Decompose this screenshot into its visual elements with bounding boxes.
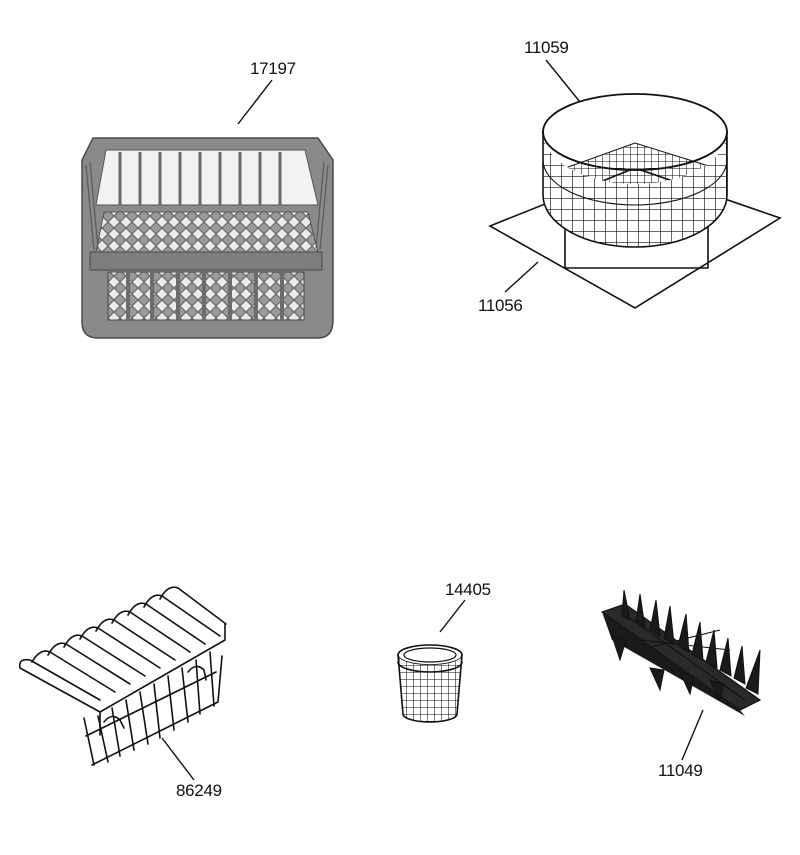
cutlery-cup-drawing bbox=[397, 644, 463, 723]
plate-rack-insert-drawing bbox=[600, 589, 762, 716]
leader-line bbox=[504, 261, 539, 293]
part-number-label: 86249 bbox=[176, 781, 222, 800]
basket-round-wire-drawing bbox=[542, 93, 728, 248]
part-number-label: 11059 bbox=[524, 38, 569, 57]
leader-line bbox=[161, 737, 195, 781]
leader-line bbox=[681, 709, 704, 761]
part-number-label: 14405 bbox=[445, 580, 491, 599]
part-number-label: 17197 bbox=[250, 59, 296, 78]
part-number-label: 11056 bbox=[478, 296, 523, 315]
rack-square-plastic-drawing bbox=[81, 137, 334, 339]
hood-wire-comb-drawing bbox=[18, 586, 227, 766]
leader-line bbox=[545, 59, 581, 103]
leader-line bbox=[237, 79, 273, 125]
leader-line bbox=[439, 599, 466, 633]
part-number-label: 11049 bbox=[658, 761, 703, 780]
